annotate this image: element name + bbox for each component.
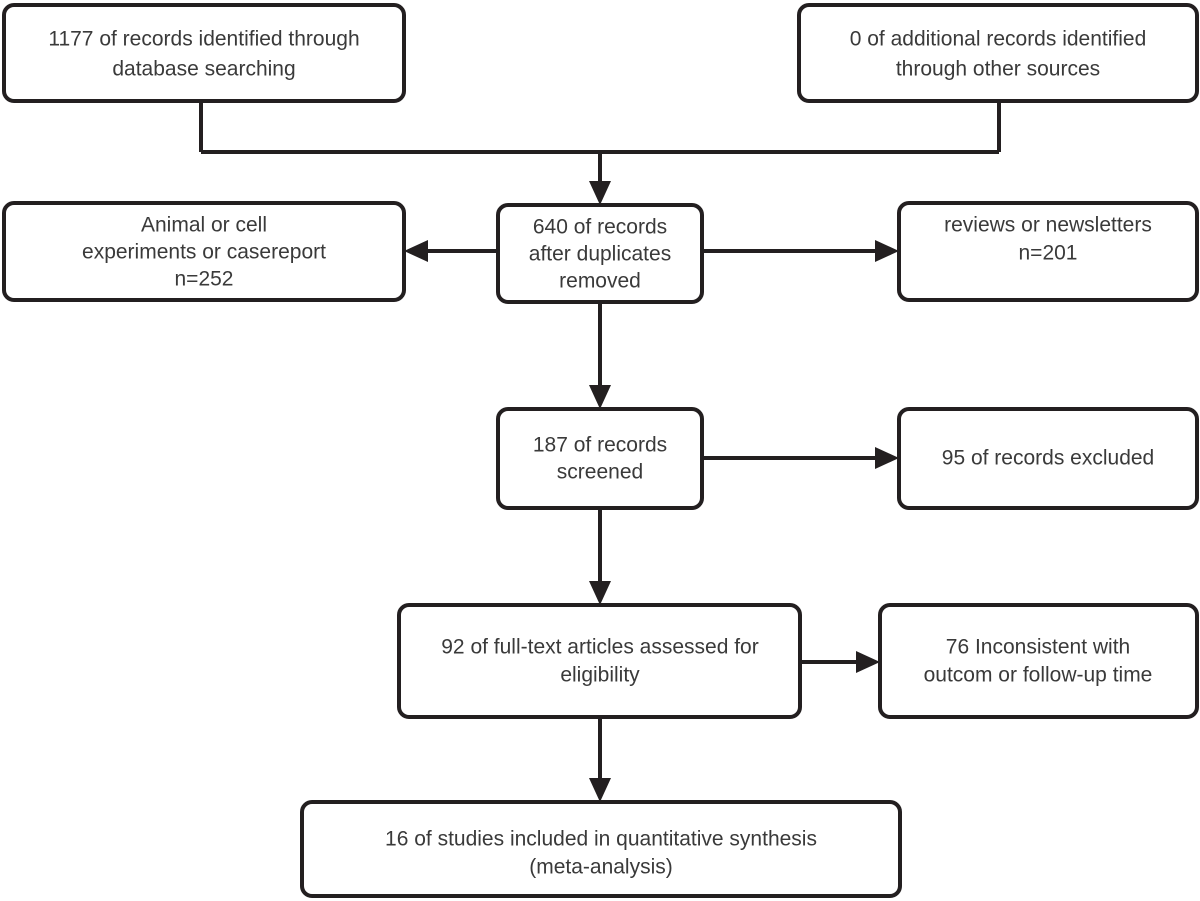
arrowhead-fulltext-to-inconsistent bbox=[856, 651, 880, 673]
arrowhead-duplicates-to-reviews bbox=[875, 240, 899, 262]
box-reviews-excluded-rect bbox=[897, 201, 1199, 302]
box-records-excluded-rect bbox=[897, 407, 1199, 510]
box-studies-included-line2: (meta-analysis) bbox=[529, 856, 673, 879]
box-animal-cell-excluded-line3: n=252 bbox=[175, 268, 234, 291]
box-records-screened-line2: screened bbox=[557, 461, 643, 484]
box-studies-included-line1: 16 of studies included in quantitative s… bbox=[385, 828, 817, 851]
box-studies-included: 16 of studies included in quantitative s… bbox=[300, 800, 902, 898]
box-duplicates-removed-rect bbox=[496, 203, 704, 304]
box-studies-included-rect bbox=[300, 800, 902, 898]
box-fulltext-assessed-line2: eligibility bbox=[560, 664, 640, 687]
arrowhead-duplicates-to-animal-cell bbox=[404, 240, 428, 262]
box-fulltext-assessed-rect bbox=[397, 603, 802, 719]
box-other-sources: 0 of additional records identified throu… bbox=[797, 3, 1199, 103]
arrowhead-merge-to-duplicates bbox=[589, 181, 611, 205]
arrowhead-screened-to-excluded bbox=[875, 447, 899, 469]
box-other-sources-rect bbox=[797, 3, 1199, 103]
box-reviews-excluded-line2: n=201 bbox=[1019, 242, 1078, 265]
box-fulltext-assessed-line1: 92 of full-text articles assessed for bbox=[441, 636, 758, 659]
box-records-screened-rect bbox=[496, 407, 704, 510]
box-duplicates-removed-line1: 640 of records bbox=[533, 216, 667, 239]
box-database-search-line2: database searching bbox=[112, 58, 295, 81]
box-inconsistent-excluded: 76 Inconsistent with outcom or follow-up… bbox=[878, 603, 1199, 719]
box-records-screened: 187 of records screened bbox=[496, 407, 704, 510]
box-reviews-excluded-line1: reviews or newsletters bbox=[944, 214, 1152, 237]
box-animal-cell-excluded: Animal or cell experiments or casereport… bbox=[2, 201, 406, 302]
arrowhead-fulltext-to-included bbox=[589, 778, 611, 802]
box-database-search-line1: 1177 of records identified through bbox=[48, 28, 359, 51]
box-fulltext-assessed: 92 of full-text articles assessed for el… bbox=[397, 603, 802, 719]
box-animal-cell-excluded-line1: Animal or cell bbox=[141, 214, 267, 237]
box-database-search-rect bbox=[2, 3, 406, 103]
box-inconsistent-excluded-line1: 76 Inconsistent with bbox=[946, 636, 1130, 659]
box-inconsistent-excluded-rect bbox=[878, 603, 1199, 719]
box-duplicates-removed-line2: after duplicates bbox=[529, 243, 671, 266]
box-duplicates-removed: 640 of records after duplicates removed bbox=[496, 203, 704, 304]
arrowhead-duplicates-to-screened bbox=[589, 385, 611, 409]
box-reviews-excluded: reviews or newsletters n=201 bbox=[897, 201, 1199, 302]
box-inconsistent-excluded-line2: outcom or follow-up time bbox=[924, 664, 1153, 687]
box-records-screened-line1: 187 of records bbox=[533, 434, 667, 457]
box-records-excluded: 95 of records excluded bbox=[897, 407, 1199, 510]
box-duplicates-removed-line3: removed bbox=[559, 270, 641, 293]
box-other-sources-line1: 0 of additional records identified bbox=[850, 28, 1147, 51]
box-database-search: 1177 of records identified through datab… bbox=[2, 3, 406, 103]
box-records-excluded-line1: 95 of records excluded bbox=[942, 447, 1154, 470]
arrowhead-screened-to-fulltext bbox=[589, 581, 611, 605]
box-other-sources-line2: through other sources bbox=[896, 58, 1100, 81]
box-animal-cell-excluded-rect bbox=[2, 201, 406, 302]
box-animal-cell-excluded-line2: experiments or casereport bbox=[82, 241, 326, 264]
